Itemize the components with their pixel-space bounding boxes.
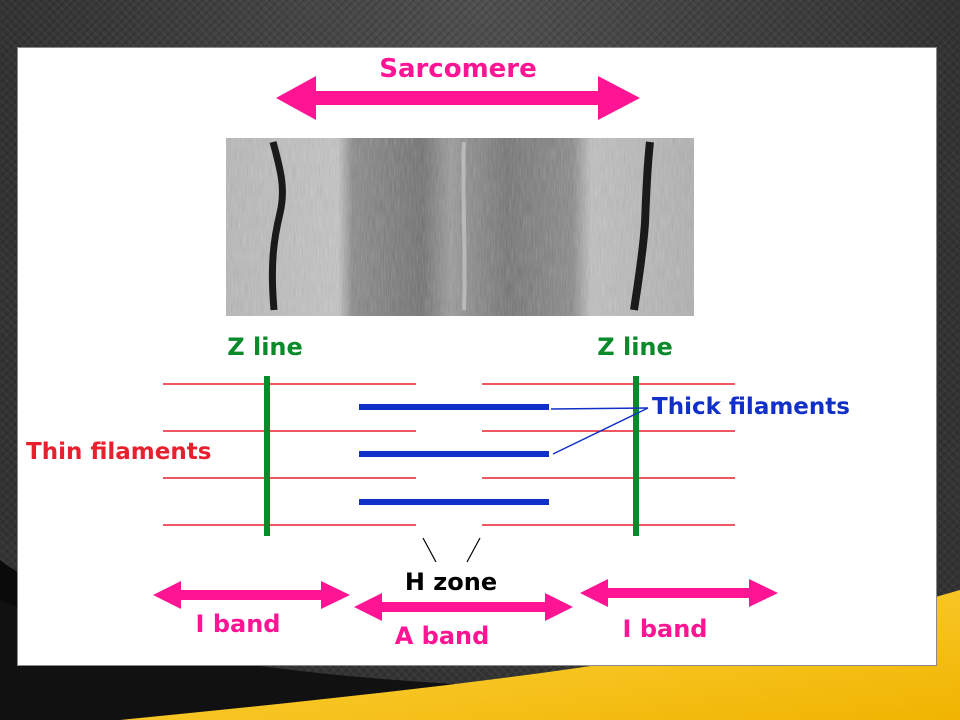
yellow-swoosh <box>120 590 960 720</box>
diagram-panel: Sarcomere Z line Z line <box>17 47 937 666</box>
sarcomere-arrow <box>276 76 640 120</box>
black-swoosh-band <box>0 600 960 720</box>
micrograph-image <box>226 138 694 316</box>
i-band-right-label: I band <box>623 615 708 643</box>
thick-filaments <box>359 404 549 505</box>
m-line <box>461 141 467 311</box>
z-line-right-label: Z line <box>597 333 673 361</box>
i-band-right-arrow <box>580 579 778 607</box>
thick-filaments-label: Thick filaments <box>652 394 850 420</box>
sarcomere-label: Sarcomere <box>379 54 537 84</box>
i-band-left-label: I band <box>196 610 281 638</box>
thin-filaments-label: Thin filaments <box>26 439 211 465</box>
z-disc-left <box>268 141 286 311</box>
z-disc-right <box>630 141 654 311</box>
i-band-left-arrow <box>153 581 350 609</box>
a-band-label: A band <box>395 622 490 650</box>
thick-filaments-pointer <box>550 407 649 455</box>
a-band-arrow <box>354 593 573 621</box>
h-zone-label: H zone <box>405 568 497 596</box>
h-zone-pointer <box>422 537 481 563</box>
z-line-left-label: Z line <box>227 333 303 361</box>
sarcomere-diagram: Sarcomere Z line Z line <box>26 54 850 650</box>
thin-filaments <box>163 383 735 526</box>
z-lines <box>264 376 639 536</box>
